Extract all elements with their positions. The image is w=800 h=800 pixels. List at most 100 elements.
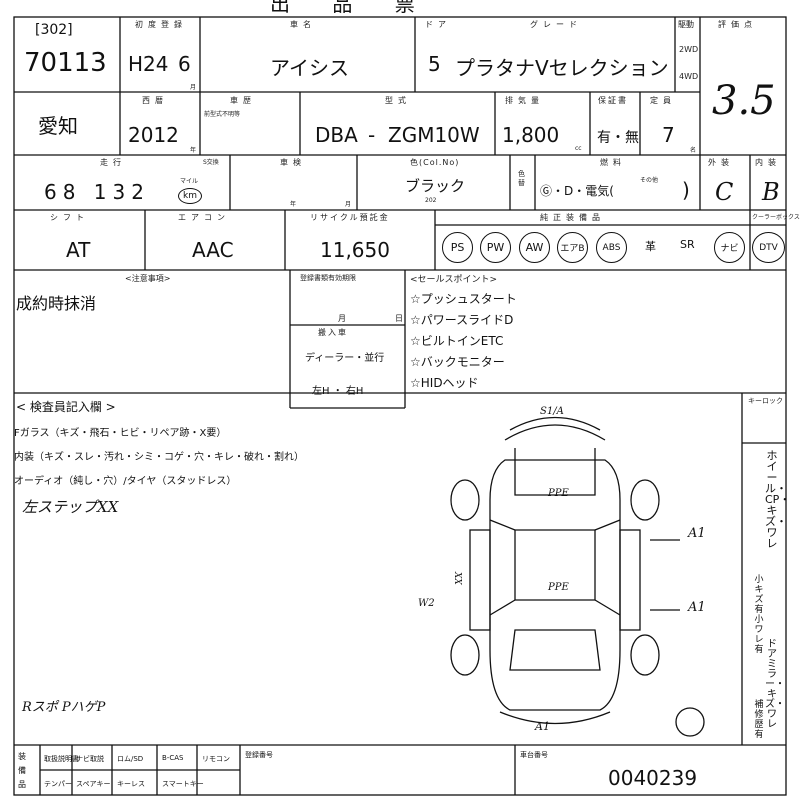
inspection-label: 車検 [280, 158, 306, 167]
meter-swap-label: S交換 [203, 159, 219, 166]
reg-month: 6 [178, 52, 191, 76]
recycle-label: リサイクル預託金 [310, 213, 390, 222]
parts-label: 装備品 [18, 752, 26, 789]
car-name: アイシス [270, 56, 349, 80]
handwritten-note-spoiler: Rスポ PハゲP [22, 700, 106, 715]
warranty-label: 保証書 [598, 96, 628, 105]
caution-note: 成約時抹消 [16, 294, 97, 313]
interior-label: 内装 [755, 158, 781, 167]
inspector-notes-label: < 検査員記入欄 > [16, 400, 116, 414]
diagram-label-right-b: A1 [688, 600, 706, 615]
warranty-value: 有・無 [597, 130, 639, 146]
chassis-number: 0040239 [608, 766, 698, 790]
score-label: 評価点 [718, 20, 757, 29]
car-damage-diagram [450, 416, 705, 737]
month-label: 月 [190, 84, 197, 91]
displacement-value: 1,800 [502, 123, 560, 147]
pay-day-label: 日 [395, 314, 403, 323]
drive-4wd: 4WD [679, 72, 699, 81]
era-year: H24 [128, 52, 169, 76]
equip-pw: PW [480, 232, 511, 263]
person-unit: 名 [690, 147, 697, 154]
fuel-label: 燃料 [600, 158, 626, 167]
diagram-label-top: S1/A [540, 406, 564, 417]
grade-value: プラタナVセレクション [455, 56, 669, 80]
equip-abs: ABS [596, 232, 627, 263]
diagram-label-left-w: W2 [418, 598, 435, 609]
diagram-label-bottom: A1 [535, 720, 550, 733]
bottom-item: テンパー [44, 780, 72, 788]
model-label: 型式 [385, 96, 411, 105]
bottom-item: B-CAS [162, 754, 184, 762]
bottom-item: ロム/SD [117, 755, 144, 763]
entry-number: 70113 [24, 48, 107, 78]
door-lock-label: キーロック [748, 397, 783, 405]
insp-year-label: 年 [290, 201, 297, 208]
interior-note: 内装（キズ・スレ・汚れ・シミ・コゲ・穴・キレ・破れ・割れ） [14, 452, 304, 463]
capacity-value: 7 [662, 123, 675, 147]
color-label: 色(Col.No) [410, 158, 460, 167]
aircon-label: エアコン [178, 213, 230, 222]
sales-point: ☆ビルトインETC [410, 334, 504, 348]
bottom-item: スマートキー [162, 780, 204, 788]
dealer-parallel: ディーラー・並行 [305, 353, 385, 364]
bottom-item: ナビ取説 [76, 755, 104, 763]
door-count: 5 [428, 52, 441, 76]
capacity-label: 定員 [650, 96, 676, 105]
location: 愛知 [38, 114, 78, 138]
equip-ps: PS [442, 232, 473, 263]
diagram-label-roof: PPE [548, 488, 569, 499]
equip-aw: AW [519, 232, 550, 263]
interior-grade: B [762, 178, 780, 206]
displacement-label: 排気量 [505, 96, 544, 105]
pay-month-label: 月 [338, 314, 346, 323]
type-sub-label: 前型式不明等 [204, 111, 241, 118]
car-name-label: 車名 [290, 20, 316, 29]
score-value: 3.5 [712, 78, 776, 124]
delivery-label: 搬入車 [318, 328, 348, 337]
shift-value: AT [66, 238, 91, 262]
grade-label: グレード [530, 20, 582, 29]
bottom-item: スペアキー [76, 780, 111, 788]
fuel-close: ) [682, 178, 690, 202]
color-swap-label: 色替 [518, 170, 525, 187]
drive-2wd: 2WD [679, 45, 699, 54]
shift-label: シフト [50, 213, 89, 222]
equip-airbag: エアB [557, 232, 588, 263]
cc-label: cc [575, 145, 582, 152]
vehicle-history-label: 車歴 [230, 96, 256, 105]
color-number: 202 [425, 197, 437, 204]
reg-no-label: 登録番号 [245, 751, 273, 759]
equipment-label: 純正装備品 [540, 213, 605, 222]
year-unit: 年 [190, 147, 197, 154]
equip-leather: 革 [645, 240, 656, 253]
handwritten-note-step: 左ステップXX [22, 498, 119, 516]
paint-label: 補修歴有 [754, 700, 764, 740]
audio-tire-note: オーディオ（純し・穴）/タイヤ（スタッドレス） [14, 476, 237, 487]
miles-label: マイル [180, 178, 199, 185]
diagram-label-center: PPE [548, 582, 569, 593]
insp-month-label: 月 [345, 201, 352, 208]
year-value: 2012 [128, 123, 179, 147]
sales-point: ☆バックモニター [410, 355, 505, 369]
handle-side: 左H ・ 右H [312, 386, 364, 397]
insp-expiry-label: 登録書類有効期限 [300, 274, 356, 282]
chassis-no-label: 車台番号 [520, 751, 548, 759]
wheel-label: ホイール・CP・キズ・ワレ [765, 449, 791, 550]
sales-point: ☆プッシュスタート [410, 292, 517, 306]
model-code: ZGM10W [388, 123, 480, 147]
mirror-label: ドアミラー・キズ・ワレ [765, 639, 785, 730]
bottom-item: リモコン [202, 755, 230, 763]
fuel-value: Ⓖ・D・電気( [540, 184, 614, 198]
recycle-value: 11,650 [320, 238, 390, 262]
wheel-sub-label: 小キズ有 小ワレ有 [754, 575, 764, 655]
equip-dtv: DTV [752, 232, 785, 263]
exterior-label: 外装 [708, 158, 734, 167]
equip-navi: ナビ [714, 232, 745, 263]
mileage-label: 走行 [100, 158, 126, 167]
model-prefix: DBA [315, 123, 358, 147]
diagram-label-right-a: A1 [688, 526, 706, 541]
aircon-value: AAC [192, 238, 234, 262]
mileage-value: 68 132 [44, 180, 150, 204]
